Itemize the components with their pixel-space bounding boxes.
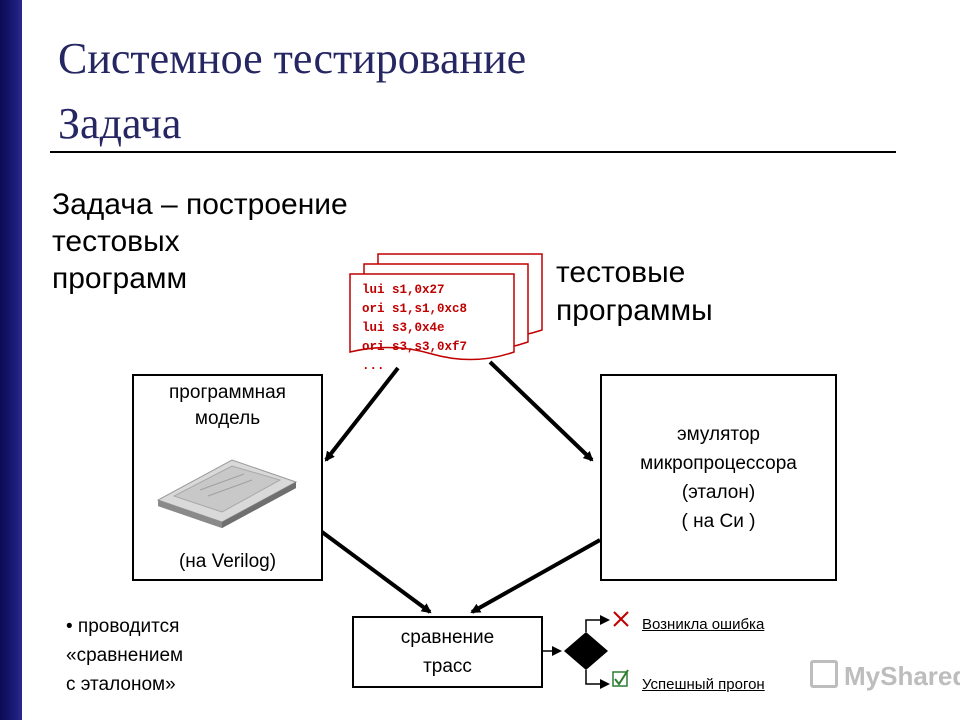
slide-title: Системное тестирование Задача — [58, 26, 526, 156]
title-line-1: Системное тестирование — [58, 34, 527, 83]
task-line-2: тестовых — [52, 225, 180, 258]
task-statement: Задача – построение тестовых программ — [52, 186, 348, 297]
note-line-3: с эталоном» — [66, 674, 176, 695]
note-line-2: «сравнением — [66, 645, 184, 666]
emulator-line-2: микропроцессора — [640, 452, 797, 474]
code-line-3: lui s3,0x4e — [362, 321, 445, 335]
arrow-code-to-emulator — [488, 360, 594, 462]
comparison-text: сравнение трасс — [401, 623, 494, 681]
arrow-model-to-compare — [320, 530, 432, 614]
model-title: программная модель — [134, 380, 321, 432]
decision-diamond — [564, 632, 608, 670]
test-programs-label: тестовые программы — [556, 254, 713, 330]
arrow-code-to-model — [324, 366, 400, 462]
title-divider — [50, 151, 896, 153]
branch-success — [585, 670, 610, 689]
emulator-line-1: эмулятор — [676, 423, 761, 445]
emulator-box: эмулятор микропроцессора (эталон) ( на С… — [600, 374, 837, 581]
checkbox-check-icon — [612, 669, 629, 687]
code-line-5: ... — [362, 359, 385, 373]
arrow-emulator-to-compare — [470, 538, 601, 614]
trace-comparison-box: сравнение трасс — [352, 616, 543, 688]
task-line-1: Задача – построение — [52, 188, 348, 221]
comparison-line-2: трасс — [423, 656, 472, 677]
code-line-2: ori s1,s1,0xc8 — [362, 302, 467, 316]
emulator-line-4: ( на Си ) — [681, 510, 756, 532]
code-sheets-stack: lui s1,0x27 ori s1,s1,0xc8 lui s3,0x4e o… — [349, 253, 543, 373]
model-line-2: модель — [194, 408, 261, 429]
model-line-1: программная — [169, 382, 286, 403]
comparison-note: • проводится «сравнением с эталоном» — [66, 612, 183, 699]
test-programs-label-line-2: программы — [556, 294, 713, 327]
error-result-label: Возникла ошибка — [642, 616, 765, 633]
test-programs-label-line-1: тестовые — [556, 256, 686, 289]
emulator-line-3: (эталон) — [681, 481, 756, 503]
success-result-label: Успешный прогон — [642, 676, 765, 693]
cpu-chip-image — [156, 459, 298, 528]
branch-error — [585, 615, 610, 632]
software-model-box: программная модель (на Verilog) — [132, 374, 323, 581]
sidebar-stripe — [0, 0, 22, 720]
cross-icon — [613, 611, 629, 627]
model-language: (на Verilog) — [178, 551, 277, 572]
note-line-1: • проводится — [66, 616, 180, 637]
title-line-2: Задача — [58, 99, 182, 149]
code-line-4: ori s3,s3,0xf7 — [362, 340, 467, 354]
code-line-1: lui s1,0x27 — [362, 283, 445, 297]
watermark-text: MyShared — [844, 661, 960, 691]
watermark-logo: MyShared — [810, 660, 960, 692]
emulator-text: эмулятор микропроцессора (эталон) ( на С… — [640, 420, 797, 536]
watermark-icon — [810, 660, 838, 688]
task-line-3: программ — [52, 262, 188, 295]
comparison-line-1: сравнение — [400, 627, 495, 648]
